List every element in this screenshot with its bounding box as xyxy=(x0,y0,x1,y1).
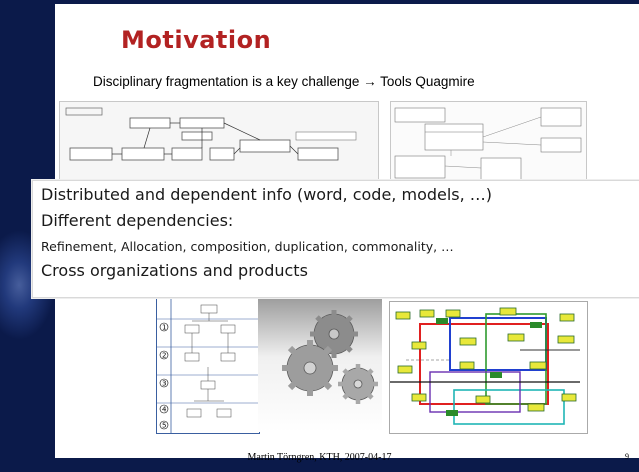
functional-block-diagram-image xyxy=(59,101,379,185)
process-flowchart-image: 1 2 3 4 5 xyxy=(156,296,260,434)
callout-line-dependency-types: Refinement, Allocation, composition, dup… xyxy=(41,239,454,254)
flow-step-2: 2 xyxy=(162,352,166,360)
simulink-model-image xyxy=(389,301,588,434)
flow-step-5: 5 xyxy=(162,422,166,430)
callout-line-dependencies: Different dependencies: xyxy=(41,211,234,230)
slide-title: Motivation xyxy=(121,26,272,54)
flow-step-3: 3 xyxy=(162,380,166,388)
callout-line-cross-organizations: Cross organizations and products xyxy=(41,261,308,280)
page-number: 9 xyxy=(625,452,629,461)
flow-step-4: 4 xyxy=(162,406,167,414)
class-diagram-image xyxy=(390,101,587,185)
slide-content: Motivation Disciplinary fragmentation is… xyxy=(32,4,639,458)
slide-footer: Martin Törngren, KTH, 2007-04-17 xyxy=(247,452,392,463)
flow-step-1: 1 xyxy=(162,324,166,332)
callout-box: Distributed and dependent info (word, co… xyxy=(32,180,639,298)
slide-subtitle: Disciplinary fragmentation is a key chal… xyxy=(93,74,475,89)
gears-image xyxy=(258,296,382,432)
callout-line-distributed-info: Distributed and dependent info (word, co… xyxy=(41,185,493,204)
